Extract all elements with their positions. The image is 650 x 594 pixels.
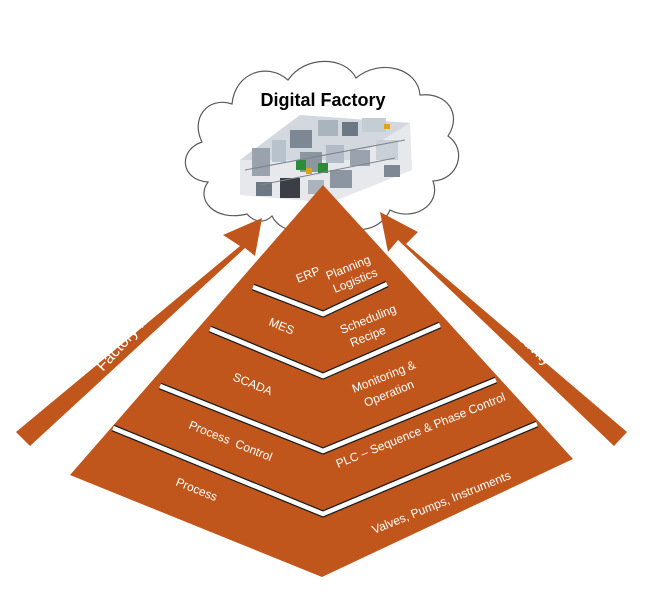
pyramid-separators <box>111 280 539 518</box>
factory-image <box>240 115 412 203</box>
pyramid <box>70 185 573 577</box>
left-arrow-shape <box>16 218 262 446</box>
right-arrow-shape <box>380 212 627 446</box>
cloud-title: Digital Factory <box>260 90 385 110</box>
